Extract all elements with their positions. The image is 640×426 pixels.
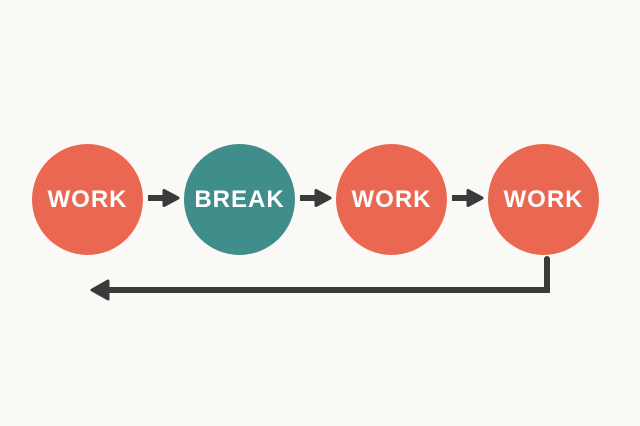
arrow-right-icon-1: [148, 189, 180, 207]
node-work-2-label: WORK: [351, 185, 432, 213]
node-work-3: WORK: [488, 144, 599, 255]
node-work-2: WORK: [336, 144, 447, 255]
node-break: BREAK: [184, 144, 295, 255]
node-break-label: BREAK: [194, 185, 285, 213]
arrow-right-icon-2: [300, 189, 332, 207]
node-work-1: WORK: [32, 144, 143, 255]
node-work-1-label: WORK: [47, 185, 128, 213]
arrow-right-icon-3: [452, 189, 484, 207]
node-work-3-label: WORK: [503, 185, 584, 213]
loop-back-arrow-icon: [90, 256, 550, 301]
